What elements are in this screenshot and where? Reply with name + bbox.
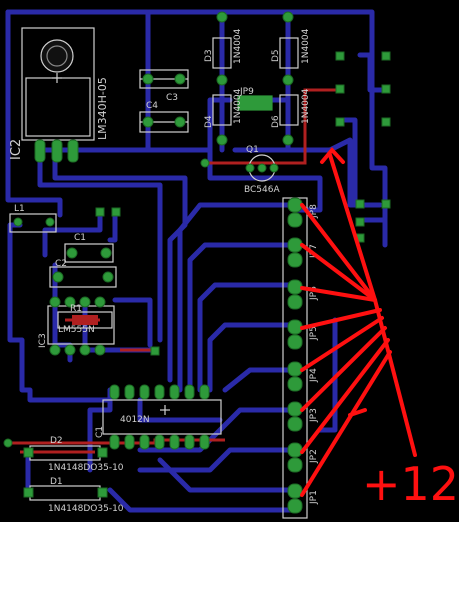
- label-jp1: JP1: [309, 490, 319, 505]
- label-d5-part: 1N4004: [301, 28, 311, 64]
- label-c1b: C1: [95, 426, 105, 438]
- ic2-mounting-hole: [40, 39, 74, 73]
- c1-outline: [64, 243, 114, 263]
- d6-outline: [279, 94, 299, 126]
- label-jp9: JP9: [239, 87, 254, 97]
- label-r1: R1: [70, 304, 82, 314]
- label-jp4: JP4: [309, 368, 319, 383]
- r1-outline: [57, 311, 113, 329]
- d4-outline: [212, 94, 232, 126]
- annotation: [300, 146, 417, 497]
- label-d1: D1: [50, 477, 63, 487]
- label-jp2: JP2: [309, 449, 319, 464]
- l1-outline: [9, 213, 57, 233]
- annotation-arrowhead: [320, 146, 345, 164]
- annotation-arrow-shaft: [328, 153, 417, 457]
- label-c1: C1: [74, 233, 86, 243]
- jp9-outline: [237, 95, 273, 111]
- label-jp5: JP5: [309, 326, 319, 341]
- d3-outline: [212, 37, 232, 69]
- label-d3-part: 1N4004: [233, 28, 243, 64]
- label-ic2: IC2: [9, 139, 24, 160]
- label-q1-part: BC546A: [244, 185, 280, 195]
- c2-outline: [49, 266, 117, 288]
- label-d4-part: 1N4004: [233, 88, 243, 124]
- label-d4: D4: [204, 115, 214, 128]
- label-d6: D6: [271, 115, 281, 128]
- label-jp3: JP3: [309, 408, 319, 423]
- label-ic2-part: LM340H-05: [96, 77, 109, 140]
- label-d1-part: 1N4148DO35-10: [48, 504, 124, 514]
- label-ic3: IC3: [38, 333, 48, 348]
- label-c2: C2: [55, 259, 67, 269]
- d1-outline: [29, 485, 101, 501]
- label-c3: C3: [166, 93, 178, 103]
- label-d2: D2: [50, 436, 63, 446]
- pcb-layout: IC2 LM340H-05 D3 1N4004 D5 1N4004 D4 1N4…: [3, 9, 459, 519]
- label-l1: L1: [14, 204, 25, 214]
- jp-pins: [287, 197, 303, 514]
- ic1-body: [102, 399, 222, 435]
- label-jp6: JP6: [309, 286, 319, 301]
- label-d6-part: 1N4004: [301, 88, 311, 124]
- label-d3: D3: [204, 49, 214, 62]
- label-ic3-part: LM555N: [58, 325, 95, 335]
- label-q1: Q1: [246, 145, 259, 155]
- label-c4: C4: [146, 101, 158, 111]
- label-ic1-part: 4012N: [120, 415, 150, 425]
- r1-body: [72, 315, 98, 325]
- pcb-board: IC2 LM340H-05 D3 1N4004 D5 1N4004 D4 1N4…: [0, 0, 459, 522]
- label-d5: D5: [271, 49, 281, 62]
- d5-outline: [279, 37, 299, 69]
- annotation-text: +12: [362, 457, 459, 511]
- label-jp8: JP8: [309, 204, 319, 219]
- ic3-body: [47, 305, 115, 345]
- label-d2-part: 1N4148DO35-10: [48, 463, 124, 473]
- ic2-body: [25, 77, 91, 137]
